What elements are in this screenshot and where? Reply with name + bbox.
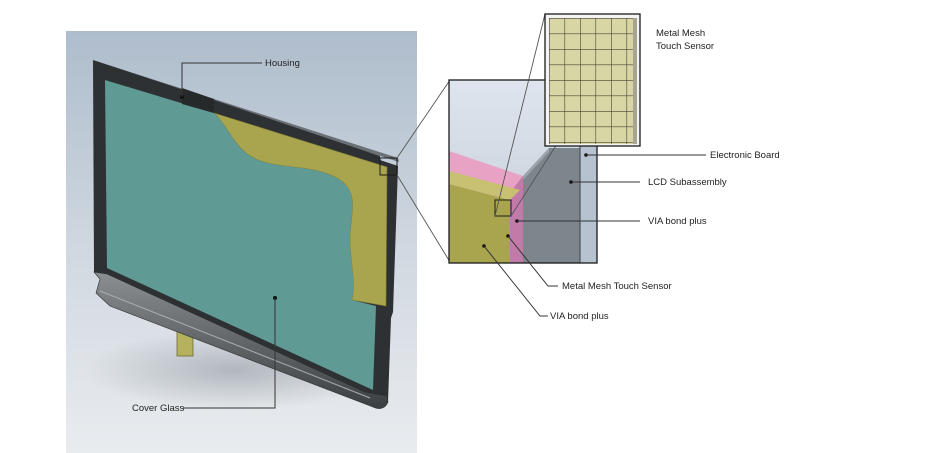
lcd-top-face	[523, 148, 549, 180]
housing-leader	[181, 62, 262, 97]
screen	[105, 80, 376, 390]
via-bond-plus-lower-label: VIA bond plus	[550, 311, 609, 322]
lcd-layer	[523, 148, 580, 263]
zoom-box	[379, 157, 398, 176]
housing-label: Housing	[265, 58, 300, 69]
via-bond-plus-upper-label: VIA bond plus	[648, 216, 707, 227]
metal-mesh-inset-label-line2: Touch Sensor	[656, 41, 714, 52]
electronic-board-strip	[580, 146, 597, 263]
mesh-side-strip	[633, 18, 637, 144]
base-rim	[93, 271, 389, 409]
metal-mesh-inset	[544, 13, 641, 147]
metal-mesh-leader	[507, 235, 558, 287]
inset-zoom-box	[494, 199, 512, 217]
zoom-projection-top	[396, 79, 451, 159]
mesh-projection-left	[494, 13, 546, 217]
electronic-board-label: Electronic Board	[710, 150, 780, 161]
mesh-grid	[549, 18, 633, 144]
via-bond-lower-leader	[483, 245, 548, 317]
bond-block-top	[449, 171, 520, 200]
inset-frame	[448, 79, 598, 264]
cover-glass-label: Cover Glass	[132, 403, 185, 414]
base-rim-highlight	[99, 290, 371, 399]
metal-mesh-inset-label-line1: Metal Mesh	[656, 28, 705, 39]
cover-glass-leader	[183, 298, 276, 409]
display-render	[66, 31, 417, 453]
mesh-inset-frame	[544, 13, 641, 147]
lcd-subassembly-label: LCD Subassembly	[648, 177, 727, 188]
housing-block	[182, 88, 214, 113]
zoom-projection-bottom	[396, 174, 451, 263]
metal-mesh-touch-sensor-label: Metal Mesh Touch Sensor	[562, 281, 672, 292]
